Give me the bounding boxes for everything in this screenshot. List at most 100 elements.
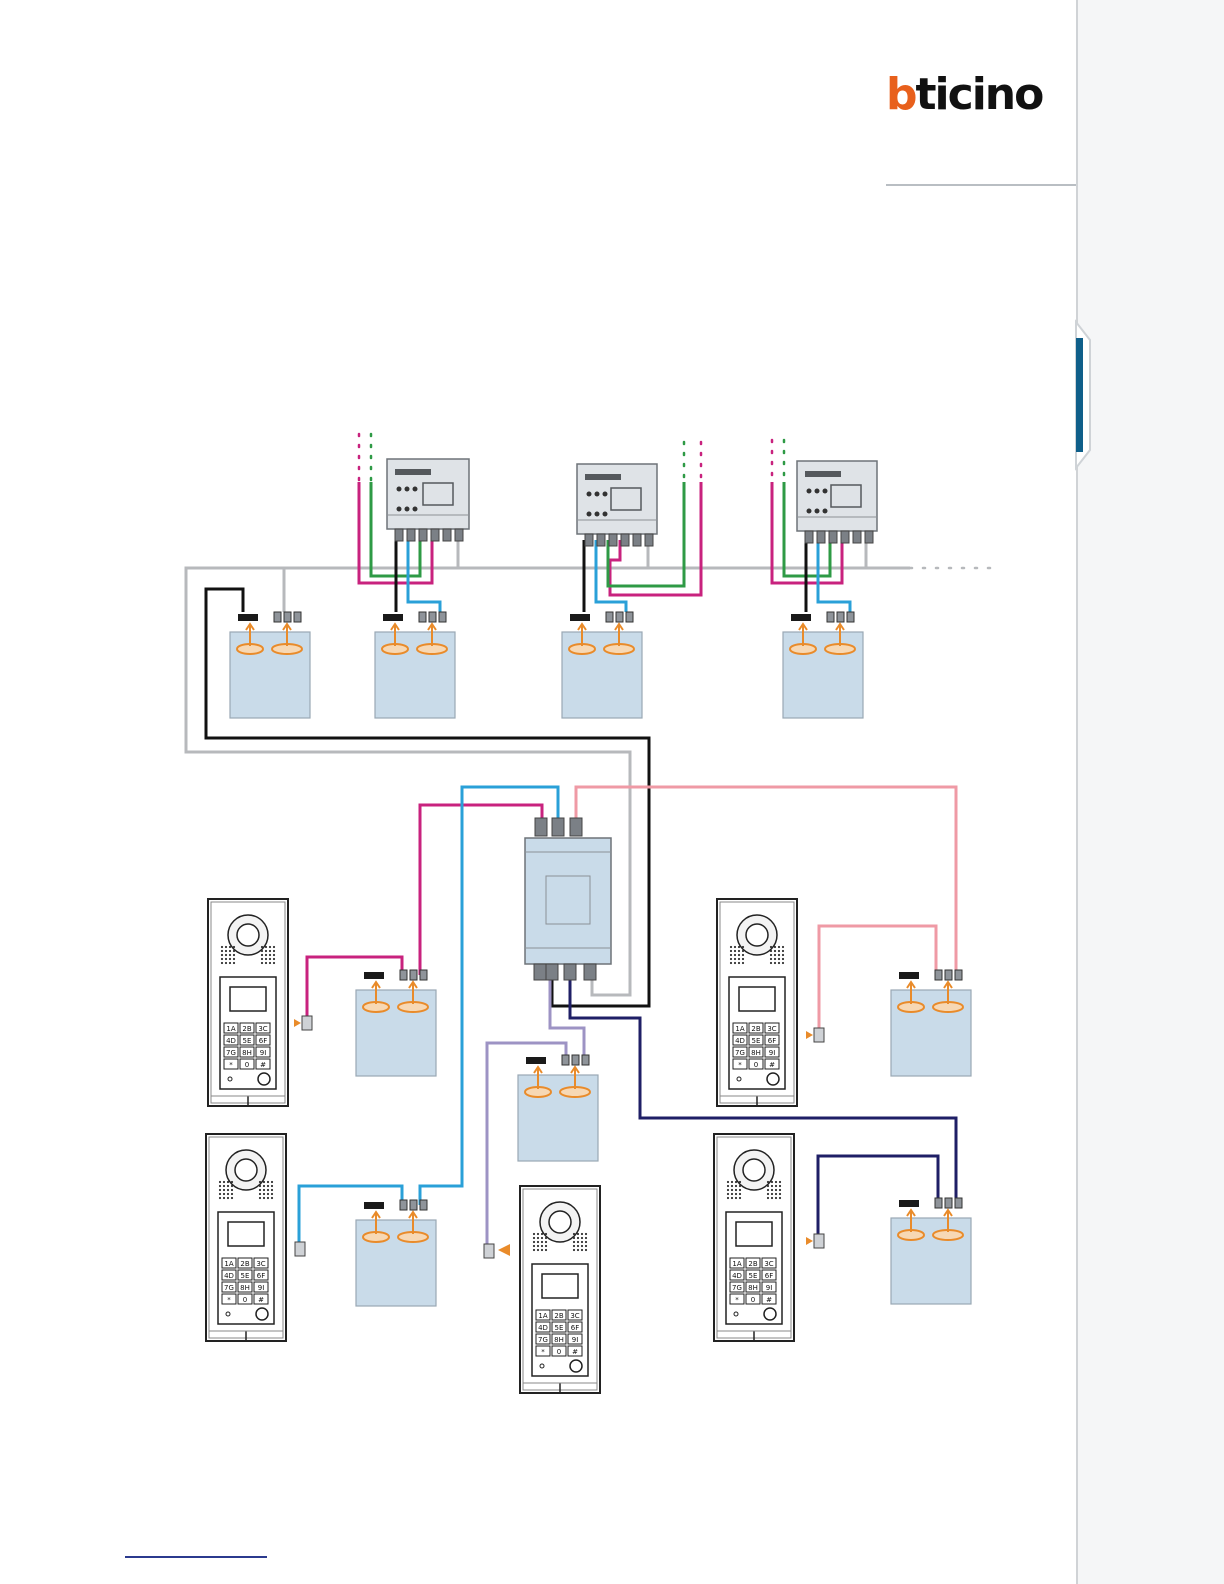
apartment-device-7-connector-block [526,1057,546,1064]
entrance-panel-3-key-label: 4D [224,1272,234,1280]
entrance-panel-5-grille-r [581,1245,583,1247]
entrance-panel-5-grille-l [545,1237,547,1239]
entrance-panel-3-grille-r [271,1185,273,1187]
entrance-panel-5-grille-r [581,1237,583,1239]
entrance-panel-3-grille-r [267,1193,269,1195]
entrance-panel-2-grille-l [742,954,744,956]
panel-connector-3-plug [295,1242,305,1256]
apartment-device-3 [562,612,642,718]
entrance-panel-5-grille-l [533,1245,535,1247]
entrance-panel-4-grille-r [767,1185,769,1187]
entrance-panel-1-grille-l [229,950,231,952]
panel-connector-4-arrow [806,1237,813,1245]
panel-connector-2-plug [814,1028,824,1042]
entrance-panel-1-grille-l [229,954,231,956]
distributor-top-terminal-2 [570,818,582,836]
entrance-panel-1-grille-l [233,958,235,960]
entrance-panel-2-grille-l [738,946,740,948]
entrance-panel-3-grille-r [259,1181,261,1183]
entrance-panel-1-key-label: 3C [258,1025,267,1033]
interface-module-2-led-1 [595,492,600,497]
entrance-panel-3-grille-r [267,1181,269,1183]
entrance-panel-3-key-label: 0 [243,1296,247,1304]
entrance-panel-3-grille-l [231,1185,233,1187]
interface-module-3-led-b1 [815,509,820,514]
entrance-panel-4-grille-l [731,1181,733,1183]
apartment-device-1 [230,612,310,718]
interface-module-1 [387,459,469,541]
interface-module-3-led-b0 [807,509,812,514]
entrance-panel-2-grille-r [770,954,772,956]
entrance-panel-4-screen [736,1222,772,1246]
apartment-device-9-connector-block [899,1200,919,1207]
entrance-panel-3-grille-l [227,1197,229,1199]
entrance-panel-4-key-label: 6F [765,1272,773,1280]
apartment-device-9-terminal-1 [935,1198,942,1208]
entrance-panel-4-key-label: 8H [748,1284,758,1292]
entrance-panel-2-grille-l [734,950,736,952]
entrance-panel-3-grille-l [223,1197,225,1199]
apartment-device-7-terminal-3 [582,1055,589,1065]
entrance-panel-5-grille-r [573,1237,575,1239]
apartment-device-2-terminal-1 [419,612,426,622]
entrance-panel-3-key-label: 9I [258,1284,265,1292]
entrance-panel-1-grille-l [229,946,231,948]
entrance-panel-3-key-label: 8H [240,1284,250,1292]
interface-module-2-terminal-0 [585,534,593,546]
entrance-panel-1-grille-l [233,954,235,956]
entrance-panel-5-key-label: 6F [571,1324,579,1332]
entrance-panel-4-grille-r [771,1181,773,1183]
entrance-panel-2-key-label: 6F [768,1037,776,1045]
entrance-panel-3-grille-r [267,1185,269,1187]
entrance-panel-3-grille-r [259,1189,261,1191]
entrance-panel-4: 1A2B3C4D5E6F7G8H9I*0# [714,1134,794,1341]
entrance-panel-4-grille-l [731,1185,733,1187]
entrance-panel-1-camera-lens [237,924,259,946]
interface-module-3-terminal-0 [805,531,813,543]
entrance-panel-4-grille-l [731,1189,733,1191]
entrance-panel-5-grille-l [541,1237,543,1239]
entrance-panel-3-grille-l [219,1185,221,1187]
apartment-device-3-connector-block [570,614,590,621]
entrance-panel-4-grille-l [735,1189,737,1191]
entrance-panel-1-grille-l [225,950,227,952]
entrance-panel-4-grille-l [739,1185,741,1187]
entrance-panel-5-key-label: 7G [538,1336,548,1344]
entrance-panel-4-grille-l [739,1197,741,1199]
entrance-panel-5-grille-r [573,1241,575,1243]
entrance-panel-5-grille-r [585,1233,587,1235]
entrance-panel-5-grille-r [581,1249,583,1251]
entrance-panel-5-grille-l [541,1241,543,1243]
entrance-panel-1-key-label: 4D [226,1037,236,1045]
entrance-panel-1-grille-l [221,950,223,952]
apartment-device-2-connector-block [383,614,403,621]
apartment-device-2-terminal-2 [429,612,436,622]
entrance-panel-3-grille-l [227,1189,229,1191]
entrance-panel-4-grille-r [779,1185,781,1187]
entrance-panel-3-grille-r [263,1193,265,1195]
apartment-device-6 [891,970,971,1076]
entrance-panel-5-grille-l [545,1241,547,1243]
entrance-panel-2-grille-l [742,950,744,952]
footer-link-underline[interactable] [125,1556,267,1558]
entrance-panel-5-grille-l [533,1249,535,1251]
entrance-panel-5-grille-r [577,1241,579,1243]
interface-module-3-led-0 [807,489,812,494]
entrance-panel-1-key-label: # [260,1061,266,1069]
interface-module-3-led-1 [815,489,820,494]
entrance-panel-1-grille-r [261,962,263,964]
entrance-panel-1-grille-l [221,954,223,956]
apartment-device-6-terminal-1 [935,970,942,980]
interface-module-2-label-plate [585,474,621,480]
apartment-device-3-terminal-1 [606,612,613,622]
entrance-panel-5-grille-r [585,1237,587,1239]
entrance-panel-1-key-label: 7G [226,1049,236,1057]
entrance-panel-2-grille-r [782,954,784,956]
apartment-device-4 [783,612,863,718]
panel-connector-2 [806,1028,824,1042]
entrance-panel-2-grille-r [774,954,776,956]
apartment-device-2-terminal-3 [439,612,446,622]
entrance-panel-4-grille-l [731,1193,733,1195]
interface-module-2-led-2 [603,492,608,497]
